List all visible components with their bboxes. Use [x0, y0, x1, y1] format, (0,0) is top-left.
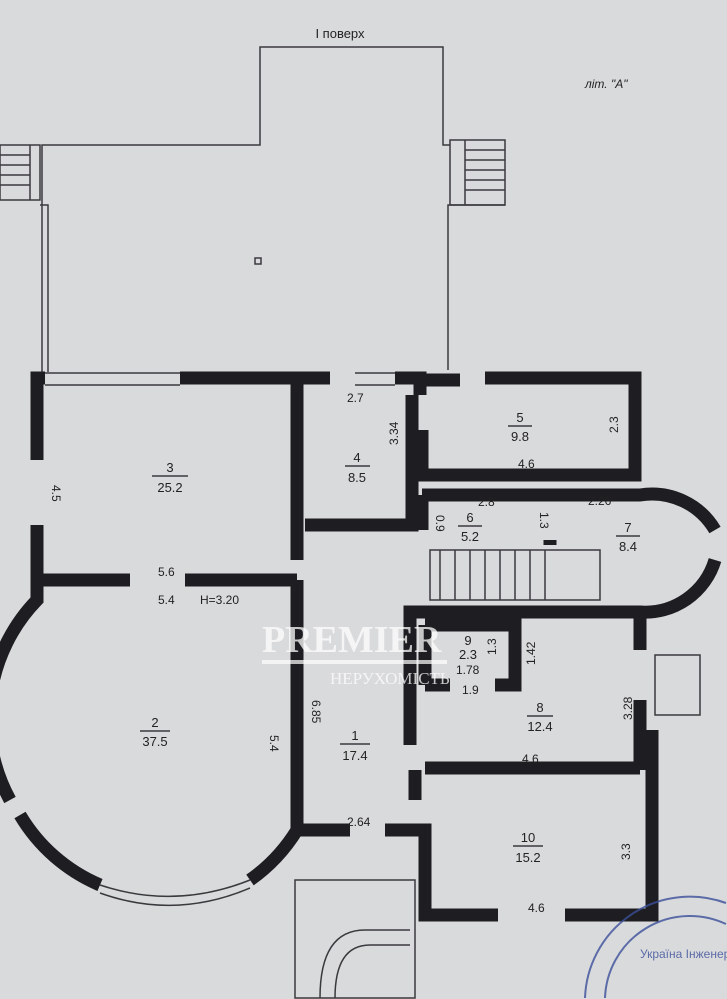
svg-text:1: 1	[351, 728, 358, 743]
svg-text:3.28: 3.28	[621, 696, 635, 720]
room-10: 10 15.2	[513, 830, 543, 865]
svg-text:17.4: 17.4	[342, 748, 367, 763]
svg-text:5: 5	[516, 410, 523, 425]
svg-text:2.26: 2.26	[588, 494, 612, 508]
svg-text:3: 3	[166, 460, 173, 475]
walls	[0, 371, 722, 922]
stair-flight	[429, 549, 601, 601]
svg-text:6.85: 6.85	[309, 700, 323, 724]
svg-text:5.2: 5.2	[461, 529, 479, 544]
svg-text:НЕРУХОМІСТЬ: НЕРУХОМІСТЬ	[330, 669, 450, 688]
svg-text:4.6: 4.6	[522, 752, 539, 766]
svg-text:8.5: 8.5	[348, 470, 366, 485]
svg-text:9: 9	[464, 633, 471, 648]
terrace-outline	[40, 46, 505, 372]
svg-text:1.3: 1.3	[485, 638, 499, 655]
svg-text:2.8: 2.8	[478, 495, 495, 509]
watermark-logo: PREMIER НЕРУХОМІСТЬ	[262, 619, 450, 688]
svg-text:5.6: 5.6	[158, 565, 175, 579]
svg-text:1.42: 1.42	[524, 641, 538, 665]
room-6: 65.2	[458, 510, 482, 544]
svg-text:1.9: 1.9	[462, 683, 479, 697]
dimension-labels: 4.5 5.6 5.4 H=3.20 5.4 2.7 3.34 2.3 4.6 …	[49, 391, 635, 915]
svg-text:5.4: 5.4	[267, 735, 281, 752]
svg-text:4: 4	[353, 450, 360, 465]
room-5: 59.8	[508, 410, 532, 444]
svg-text:3.3: 3.3	[619, 843, 633, 860]
room-3: 325.2	[152, 460, 188, 495]
svg-text:8.4: 8.4	[619, 539, 637, 554]
svg-text:5.4: 5.4	[158, 593, 175, 607]
svg-text:9.8: 9.8	[511, 429, 529, 444]
svg-text:2.3: 2.3	[607, 416, 621, 433]
svg-text:PREMIER: PREMIER	[262, 619, 442, 661]
svg-text:7: 7	[624, 520, 631, 535]
room-9: 92.3	[459, 633, 477, 662]
svg-text:2.3: 2.3	[459, 647, 477, 662]
svg-text:37.5: 37.5	[142, 734, 167, 749]
svg-text:12.4: 12.4	[527, 719, 552, 734]
stairs-right	[449, 139, 506, 206]
room-4: 48.5	[345, 450, 370, 485]
svg-text:H=3.20: H=3.20	[200, 593, 239, 607]
entrance-steps	[294, 654, 701, 999]
svg-text:3.34: 3.34	[387, 421, 401, 445]
svg-text:Україна Інженер: Україна Інженер	[640, 947, 727, 961]
room-2: 237.5	[140, 715, 170, 749]
letter-label: літ. "А"	[584, 77, 628, 91]
svg-text:4.5: 4.5	[49, 485, 63, 502]
svg-text:8: 8	[536, 700, 543, 715]
room-1: 117.4	[340, 728, 370, 763]
svg-text:15.2: 15.2	[515, 850, 540, 865]
svg-text:2.7: 2.7	[347, 391, 364, 405]
room-8: 812.4	[527, 700, 553, 734]
svg-text:4.6: 4.6	[518, 457, 535, 471]
svg-text:1.3: 1.3	[537, 512, 551, 529]
svg-text:0.9: 0.9	[433, 515, 447, 532]
svg-text:6: 6	[466, 510, 473, 525]
svg-text:1.78: 1.78	[456, 663, 480, 677]
official-stamp: Україна Інженер	[584, 895, 727, 999]
floor-title: I поверх	[315, 26, 365, 41]
svg-text:2.64: 2.64	[347, 815, 371, 829]
room-7: 78.4	[616, 520, 640, 554]
svg-text:4.6: 4.6	[528, 901, 545, 915]
room-labels: 325.2 48.5 59.8 65.2 78.4 237.5 117.4 81…	[140, 410, 640, 865]
svg-text:25.2: 25.2	[157, 480, 182, 495]
stairs-left	[0, 144, 41, 201]
svg-text:2: 2	[151, 715, 158, 730]
svg-text:10: 10	[521, 830, 535, 845]
